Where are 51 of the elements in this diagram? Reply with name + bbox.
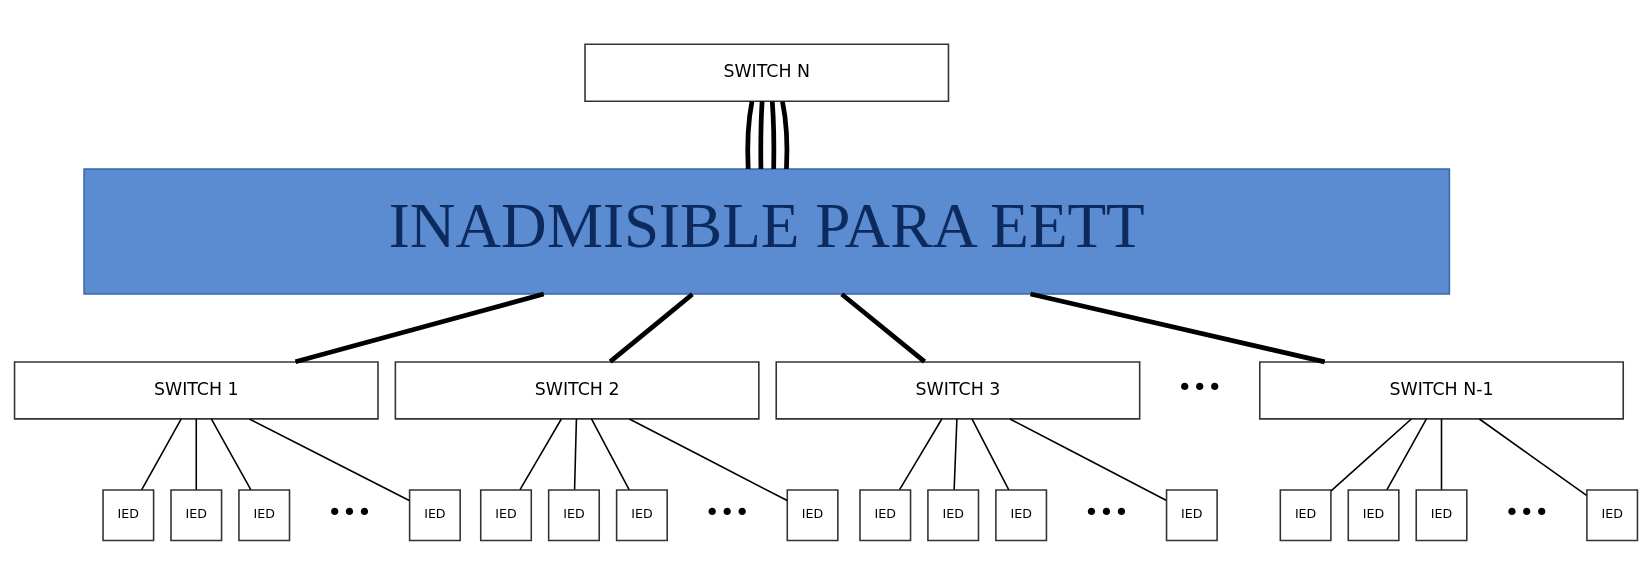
connector <box>769 100 777 169</box>
connector <box>210 417 252 490</box>
node-box: IED <box>995 488 1048 541</box>
connector <box>1440 417 1443 490</box>
connector <box>1009 417 1167 501</box>
connector <box>1386 417 1428 490</box>
label: ••• <box>1084 497 1129 527</box>
label: ••• <box>1177 372 1223 402</box>
node-box: IED <box>615 488 668 541</box>
node-box: SWITCH 2 <box>394 360 760 420</box>
connector <box>1030 291 1326 364</box>
connector <box>248 417 411 501</box>
connector <box>745 100 755 169</box>
connector <box>898 417 943 490</box>
label: ••• <box>704 497 750 527</box>
connector <box>608 291 694 363</box>
node-box: IED <box>170 488 223 541</box>
node-box: IED <box>1415 488 1468 541</box>
connector <box>294 291 545 364</box>
connector <box>840 291 927 363</box>
node-box: IED <box>927 488 980 541</box>
connector <box>573 417 578 490</box>
label: ••• <box>327 497 372 527</box>
node-box: IED <box>547 488 600 541</box>
label: ••• <box>1504 497 1550 527</box>
node-box: IED <box>102 488 155 541</box>
connector <box>1330 417 1413 492</box>
connector <box>195 417 198 490</box>
node-box: SWITCH N-1 <box>1259 360 1624 420</box>
node-box: IED <box>786 488 839 541</box>
node-box: IED <box>1347 488 1400 541</box>
connector <box>758 100 765 169</box>
node-box: SWITCH 1 <box>13 360 379 420</box>
connector <box>953 417 958 490</box>
node-box: IED <box>1165 488 1218 541</box>
node-box: IED <box>1586 488 1639 541</box>
node-box: IED <box>1279 488 1332 541</box>
node-box: SWITCH 3 <box>775 360 1141 420</box>
node-box: IED <box>238 488 291 541</box>
node-box: IED <box>479 488 533 541</box>
connector <box>519 417 563 490</box>
connector <box>590 417 630 490</box>
node-box: INADMISIBLE PARA EETT <box>83 167 1451 295</box>
node-box: IED <box>859 488 912 541</box>
connector <box>628 417 789 501</box>
connector <box>780 100 790 169</box>
connector <box>140 417 182 490</box>
connector <box>1478 417 1588 496</box>
node-box: IED <box>408 488 461 541</box>
connector <box>971 417 1010 490</box>
node-box: SWITCH N <box>584 43 950 102</box>
